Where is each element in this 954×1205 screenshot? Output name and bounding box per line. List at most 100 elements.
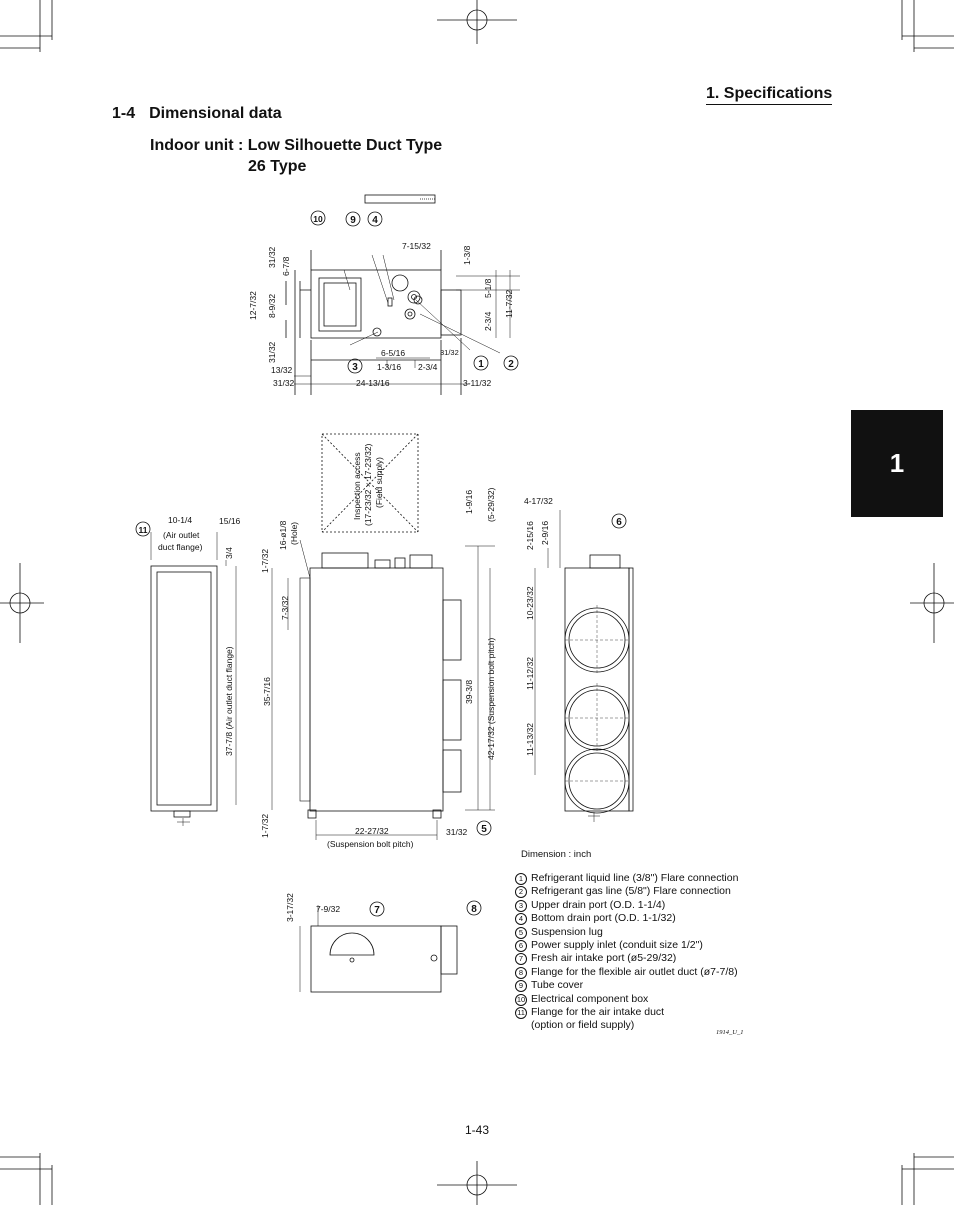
legend-number: 8: [515, 966, 527, 979]
svg-text:2-3/4: 2-3/4: [418, 362, 438, 372]
svg-text:2-15/16: 2-15/16: [525, 521, 535, 550]
flange-view: [150, 532, 237, 826]
svg-text:6: 6: [616, 517, 622, 528]
svg-text:10: 10: [313, 214, 323, 224]
svg-text:12-7/32: 12-7/32: [248, 291, 258, 320]
callout-8: 8: [466, 900, 482, 916]
svg-text:7-9/32: 7-9/32: [316, 904, 340, 914]
svg-text:1-7/32: 1-7/32: [260, 549, 270, 573]
svg-text:(Air outlet: (Air outlet: [163, 530, 200, 540]
unit-note: Dimension : inch: [521, 849, 592, 860]
svg-text:(5-29/32): (5-29/32): [486, 487, 496, 522]
callout-4: 4: [367, 211, 383, 227]
svg-text:1-3/8: 1-3/8: [462, 245, 472, 265]
svg-text:(Field supply): (Field supply): [374, 457, 384, 508]
svg-text:4-17/32: 4-17/32: [524, 496, 553, 506]
svg-text:16-ø1/8: 16-ø1/8: [278, 520, 288, 550]
svg-text:31/32: 31/32: [446, 827, 468, 837]
svg-text:37-7/8 (Air outlet duct flange: 37-7/8 (Air outlet duct flange): [224, 646, 234, 756]
bottom-view: [299, 905, 458, 993]
svg-text:24-13/16: 24-13/16: [356, 378, 390, 388]
legend-number: 1: [515, 873, 527, 885]
svg-text:1-3/16: 1-3/16: [377, 362, 401, 372]
inspection-access: [321, 433, 419, 533]
legend-item: 6 Power supply inlet (conduit size 1/2"): [515, 939, 738, 953]
legend-text: Electrical component box: [531, 992, 649, 1005]
front-view: [271, 539, 495, 840]
svg-text:7-3/32: 7-3/32: [280, 596, 290, 620]
legend-number: 7: [515, 953, 527, 966]
callout-3: 3: [347, 358, 363, 374]
svg-text:11-7/32: 11-7/32: [504, 290, 514, 318]
side-view: [534, 510, 634, 822]
svg-text:1-9/16: 1-9/16: [464, 490, 474, 514]
legend-text: Upper drain port (O.D. 1-1/4): [531, 898, 666, 911]
legend-text: Suspension lug: [531, 925, 603, 938]
model-line: Indoor unit : Low Silhouette Duct Type: [150, 137, 442, 155]
svg-text:(Hole): (Hole): [289, 522, 299, 545]
svg-text:35-7/16: 35-7/16: [262, 677, 272, 706]
callout-11: 11: [135, 521, 151, 537]
svg-text:5: 5: [481, 824, 487, 835]
svg-text:2-9/16: 2-9/16: [540, 521, 550, 545]
svg-text:3-11/32: 3-11/32: [463, 378, 491, 388]
svg-text:Inspection access: Inspection access: [352, 452, 362, 520]
svg-text:9: 9: [350, 215, 356, 226]
legend-text: Refrigerant liquid line (3/8") Flare con…: [531, 872, 739, 884]
callout-9: 9: [345, 211, 361, 227]
chapter-tab: 1: [851, 410, 943, 517]
callout-10: 10: [310, 210, 326, 226]
svg-text:15/16: 15/16: [219, 516, 241, 526]
legend-number: 4: [515, 913, 527, 926]
legend-item: 7 Fresh air intake port (ø5-29/32): [515, 952, 738, 966]
legend-number: 2: [515, 886, 527, 899]
svg-text:6-7/8: 6-7/8: [281, 256, 291, 276]
legend-text: Refrigerant gas line (5/8") Flare connec…: [531, 885, 731, 898]
svg-text:2: 2: [508, 359, 514, 370]
svg-text:2-3/4: 2-3/4: [483, 311, 493, 331]
page-number: 1-43: [465, 1123, 490, 1137]
svg-text:5-1/8: 5-1/8: [483, 278, 493, 298]
svg-text:10-1/4: 10-1/4: [168, 515, 192, 525]
legend-text: Fresh air intake port (ø5-29/32): [531, 952, 677, 965]
legend: 1 Refrigerant liquid line (3/8") Flare co…: [515, 872, 738, 1033]
svg-text:7: 7: [374, 905, 380, 916]
legend-text: Tube cover: [531, 979, 584, 992]
callout-2: 2: [503, 355, 519, 371]
svg-text:39-3/8: 39-3/8: [464, 680, 474, 704]
legend-number: 5: [515, 926, 527, 939]
svg-text:8-9/32: 8-9/32: [267, 294, 277, 318]
legend-item: 2 Refrigerant gas line (5/8") Flare conne…: [515, 885, 738, 899]
svg-text:(Suspension bolt pitch): (Suspension bolt pitch): [327, 839, 414, 849]
svg-text:11-13/32: 11-13/32: [525, 723, 535, 756]
legend-number: 11: [515, 1007, 527, 1020]
svg-text:1: 1: [478, 359, 484, 370]
svg-text:7-15/32: 7-15/32: [402, 241, 431, 251]
section-header: 1. Specifications: [706, 85, 833, 105]
legend-item: 1 Refrigerant liquid line (3/8") Flare co…: [515, 872, 738, 885]
model-name: Low Silhouette Duct Type: [247, 137, 443, 154]
callout-7: 7: [369, 901, 385, 917]
legend-item: 11 Flange for the air intake duct (option…: [515, 1006, 738, 1033]
svg-text:3-17/32: 3-17/32: [285, 893, 295, 922]
svg-text:1-7/32: 1-7/32: [260, 814, 270, 838]
svg-text:duct flange): duct flange): [158, 542, 203, 552]
callout-5: 5: [476, 820, 492, 836]
svg-text:10-23/32: 10-23/32: [525, 586, 535, 620]
svg-text:8: 8: [471, 904, 477, 915]
svg-text:31/32: 31/32: [267, 246, 277, 268]
legend-text: Power supply inlet (conduit size 1/2"): [531, 939, 703, 952]
model-type: 26 Type: [248, 158, 307, 175]
callout-1: 1: [473, 355, 489, 371]
legend-text: Bottom drain port (O.D. 1-1/32): [531, 912, 676, 925]
legend-text: Flange for the air intake duct (option o…: [531, 1006, 665, 1032]
svg-text:11-12/32: 11-12/32: [525, 657, 535, 690]
legend-number: 6: [515, 940, 527, 953]
